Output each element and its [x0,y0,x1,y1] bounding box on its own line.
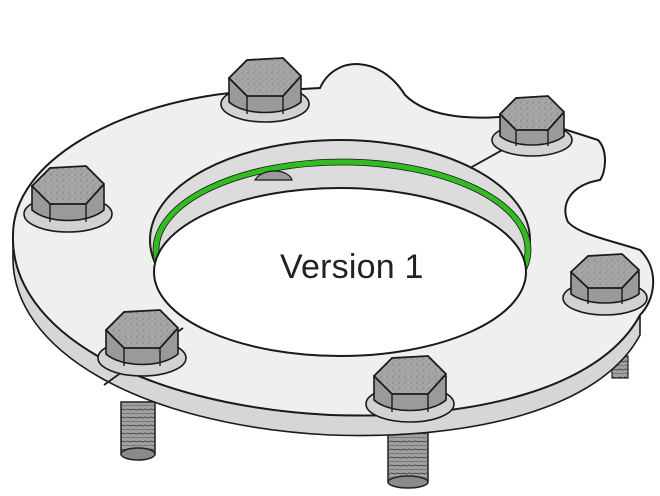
stud-bottom [387,425,429,489]
bolt-upper-right [491,95,573,157]
bolt-left [23,165,113,233]
stud-left [120,401,156,461]
bore-opening [153,187,527,357]
bolt-top [220,57,310,123]
bolt-lower-left [97,309,187,377]
version-label: Version 1 [280,248,424,286]
bolt-bottom [365,355,455,423]
bore-nut [253,170,293,181]
bolt-right [562,253,648,316]
